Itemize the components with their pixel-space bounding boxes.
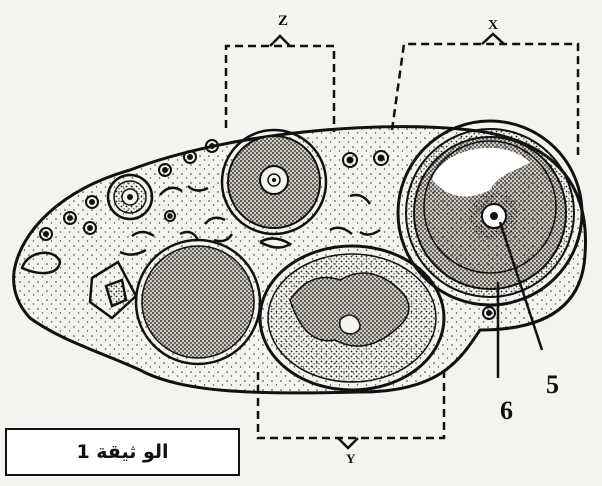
label-6: 6: [500, 398, 513, 424]
bracket-z: [226, 36, 334, 132]
primary-follicle: [108, 175, 152, 219]
follicle-y-right: [260, 246, 444, 390]
label-x: X: [488, 19, 498, 33]
label-y: Y: [346, 452, 355, 465]
label-5: 5: [546, 372, 559, 398]
label-z: Z: [278, 14, 288, 29]
follicle-y-left: [136, 240, 260, 364]
figure-caption: الو ثيقة 1: [76, 441, 168, 463]
caption-box: الو ثيقة 1: [5, 428, 240, 476]
follicle-z: [222, 130, 326, 234]
follicle-x-mature: [398, 121, 582, 305]
